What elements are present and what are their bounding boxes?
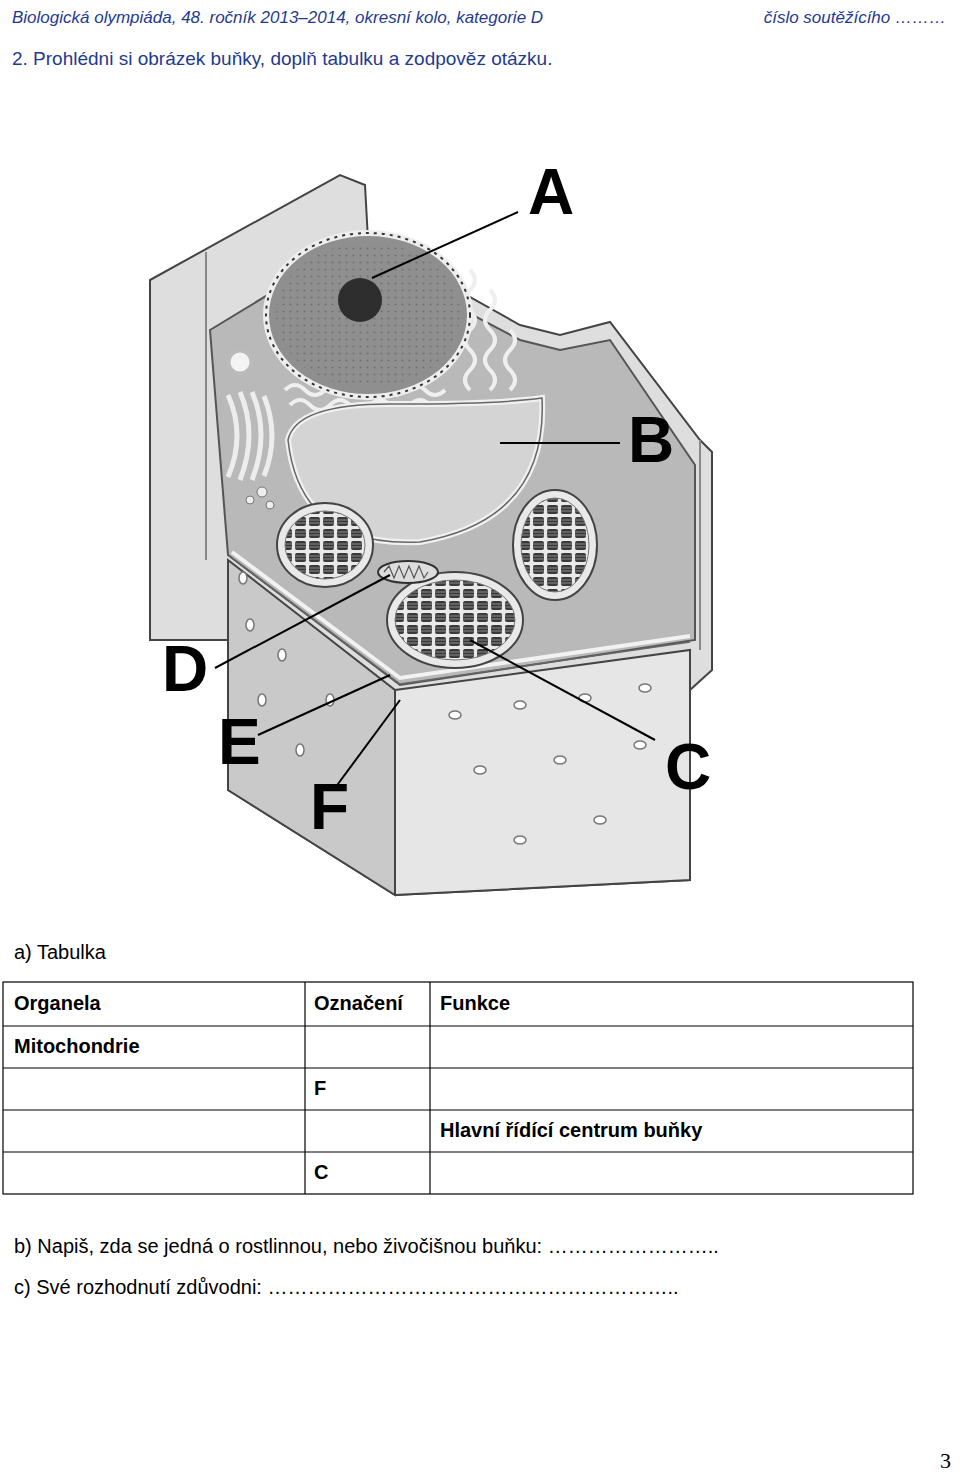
- cell-wall: [150, 175, 712, 895]
- chloroplast: [387, 572, 523, 668]
- table-cell: Mitochondrie: [14, 1034, 140, 1058]
- mitochondrion: [378, 561, 438, 583]
- nucleus-envelope: [266, 233, 470, 397]
- table-cell: C: [314, 1160, 328, 1184]
- table-cell: Organela: [14, 991, 101, 1015]
- page-header: Biologická olympiáda, 48. ročník 2013–20…: [12, 8, 543, 28]
- wall-edge: [699, 440, 701, 650]
- leader-line: [215, 212, 655, 788]
- golgi-vesicles: [246, 487, 274, 509]
- wall-front-right: [395, 650, 690, 895]
- callout-letter: F: [310, 775, 349, 839]
- chloroplast: [277, 503, 373, 587]
- table-cell: F: [314, 1076, 326, 1100]
- callout-letter: B: [628, 408, 674, 472]
- plant-cell-illustration: [0, 0, 960, 940]
- section-label: a) Tabulka: [14, 940, 106, 964]
- table-cell: Funkce: [440, 991, 510, 1015]
- table-cell: Hlavní řídící centrum buňky: [440, 1118, 702, 1142]
- nuclear-pores: [266, 233, 470, 397]
- task-heading: 2. Prohlédni si obrázek buňky, doplň tab…: [12, 48, 552, 71]
- callout-letter: C: [665, 735, 711, 799]
- table-cell: Označení: [314, 991, 403, 1015]
- chromatin: [276, 243, 460, 387]
- wall-edge: [205, 252, 207, 560]
- callout-letter: A: [528, 160, 574, 224]
- chloroplast: [513, 490, 597, 600]
- wall-edge: [149, 280, 151, 640]
- question-text: c) Své rozhodnutí zdůvodni: …………………………………: [14, 1275, 679, 1299]
- nucleolus: [338, 278, 382, 322]
- question-text: b) Napiš, zda se jedná o rostlinnou, neb…: [14, 1234, 719, 1258]
- page-number: 3: [940, 1448, 951, 1474]
- table-rule: [3, 982, 913, 1194]
- callout-letter: E: [218, 710, 261, 774]
- contestant-number: číslo soutěžícího ………: [764, 8, 946, 28]
- peroxisome: [229, 351, 251, 373]
- callout-letter: D: [162, 637, 208, 701]
- golgi-apparatus: [228, 392, 272, 480]
